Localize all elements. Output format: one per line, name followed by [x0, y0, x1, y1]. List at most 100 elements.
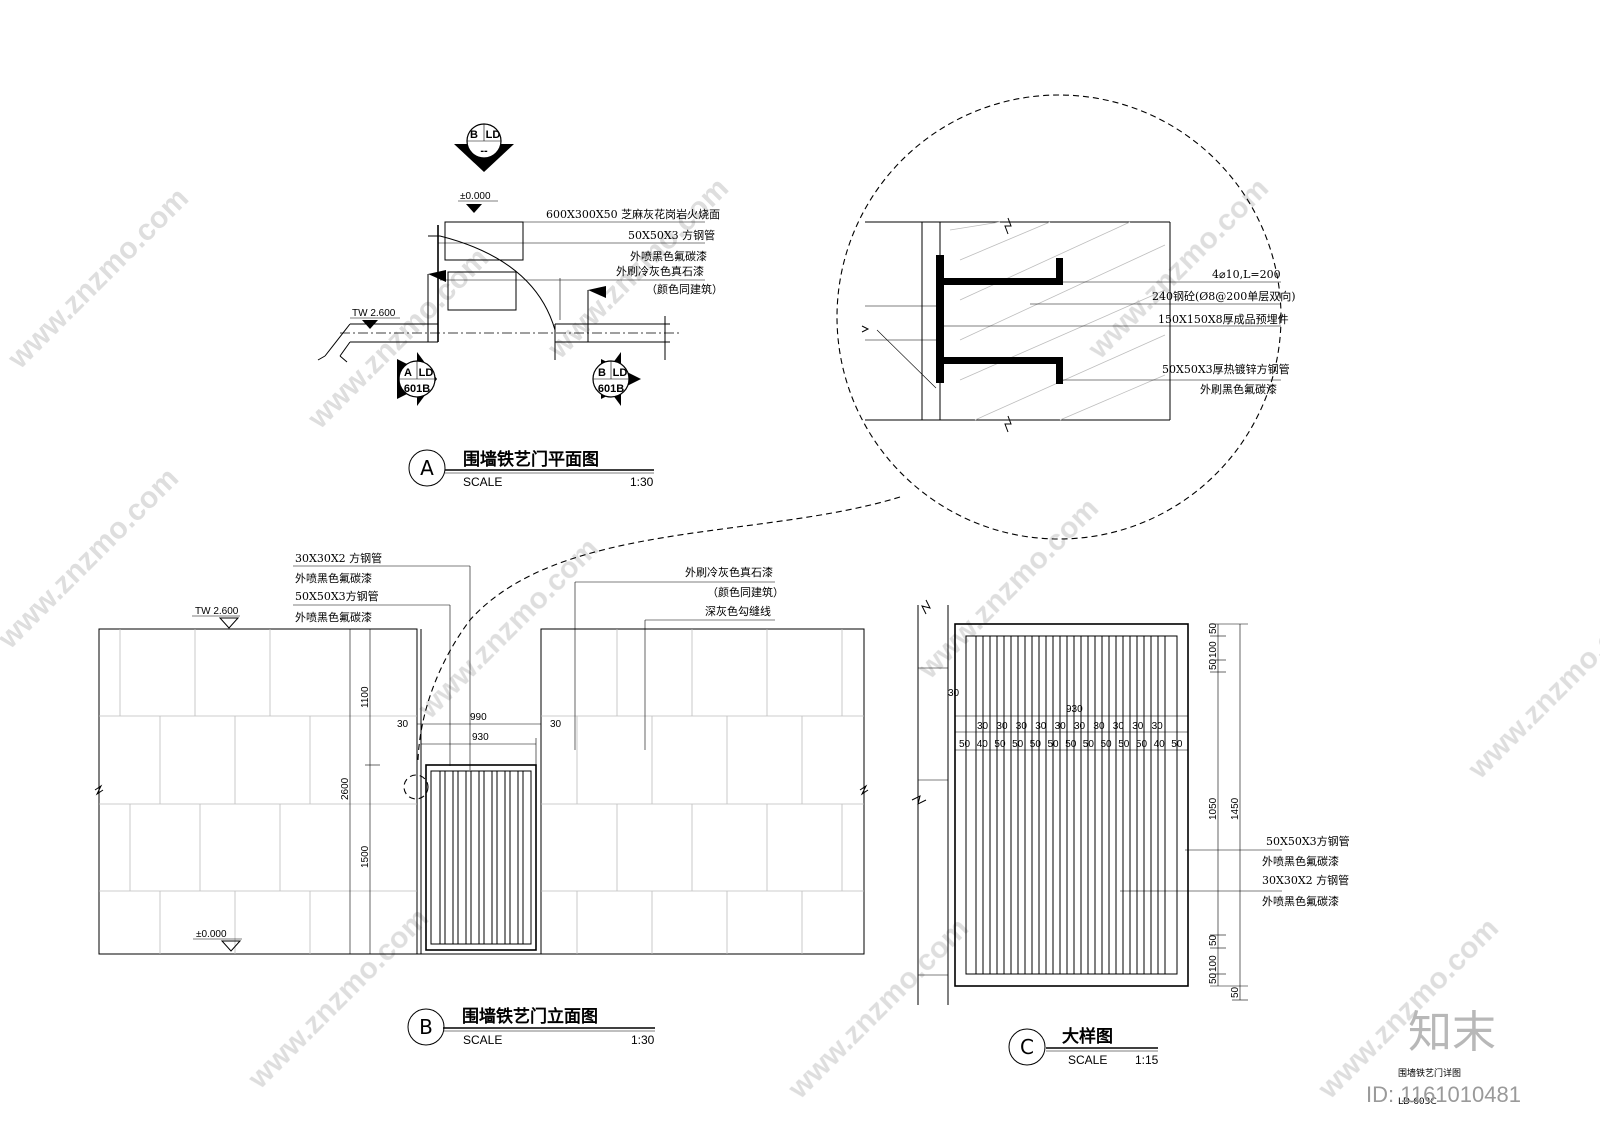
note: 240钢砼(Ø8@200单层双向): [1152, 289, 1296, 303]
dimension: 100: [1208, 955, 1219, 972]
drawing-title: 大样图: [1062, 1026, 1113, 1047]
note: 50X50X3方钢管: [295, 589, 379, 603]
id-label: ID: 1161010481: [1366, 1082, 1521, 1107]
dimension: 50: [1208, 658, 1219, 670]
watermarks: www.znzmo.com www.znzmo.com www.znzmo.co…: [0, 172, 1600, 1106]
dimension: 50: [1208, 622, 1219, 634]
spacing-dimension: 30: [1016, 721, 1028, 732]
scale-label: SCALE: [463, 1033, 502, 1047]
title-circle: [407, 1008, 445, 1046]
note: 30X30X2 方钢管: [1262, 873, 1349, 887]
gate-bars: [439, 771, 524, 944]
dimension: 1050: [1208, 797, 1219, 820]
note: 外喷黑色氟碳漆: [1262, 894, 1339, 908]
spacing-dimension: 30: [1035, 721, 1047, 732]
dimension: 50: [1208, 934, 1219, 946]
spacing-dimension: 50: [959, 739, 971, 750]
spacing-dimension: 50: [1048, 739, 1060, 750]
scale-label: SCALE: [1068, 1053, 1107, 1067]
watermark: www.znzmo.com: [911, 492, 1105, 686]
dimension: 1100: [360, 686, 371, 708]
spacing-dimension: 40: [977, 739, 989, 750]
spacing-dimension: 30: [1152, 721, 1164, 732]
spacing-dimension: 50: [1101, 739, 1113, 750]
scale-value: 1:15: [1135, 1053, 1159, 1067]
note: 50X50X3方钢管: [1266, 834, 1350, 848]
note: 50X50X3 方钢管: [628, 228, 715, 242]
spacing-dimension: 50: [1118, 739, 1130, 750]
symbol-text: B: [598, 367, 606, 379]
scale-value: 1:30: [630, 475, 654, 489]
watermark: www.znzmo.com: [301, 242, 495, 436]
title-circle: [408, 449, 446, 487]
watermark: www.znzmo.com: [0, 462, 185, 656]
note: 外刷黑色氟碳漆: [1200, 382, 1277, 396]
spacing-dimension: 50: [1030, 739, 1042, 750]
symbol-text: 601B: [404, 383, 430, 395]
spacing-dimension: 30: [977, 721, 989, 732]
note: 600X300X50 芝麻灰花岗岩火烧面: [546, 207, 720, 221]
dimension: 30: [550, 719, 562, 730]
note: 外喷黑色氟碳漆: [1262, 854, 1339, 868]
drawing-title: 围墙铁艺门立面图: [462, 1006, 598, 1027]
watermark: www.znzmo.com: [781, 912, 975, 1106]
note: 30X30X2 方钢管: [295, 551, 382, 565]
symbol-text: LD: [613, 367, 628, 379]
note: （颜色同建筑）: [707, 585, 784, 599]
spacing-dimension: 30: [1132, 721, 1144, 732]
spacing-dimension: 30: [1055, 721, 1067, 732]
title-letter: C: [1020, 1035, 1034, 1059]
level-label: ±0.000: [196, 929, 227, 940]
spacing-dimension: 30: [996, 721, 1008, 732]
dimension: 1450: [1230, 797, 1241, 820]
note: 深灰色勾缝线: [705, 604, 771, 618]
level-label: TW 2.600: [352, 308, 396, 319]
note: 150X150X8厚成品预埋件: [1158, 313, 1289, 326]
spacing-dimension: 50: [1171, 739, 1183, 750]
watermark: www.znzmo.com: [1, 182, 195, 376]
detail-circle: 4⌀10,L=200 240钢砼(Ø8@200单层双向) 150X150X8厚成…: [403, 94, 1296, 800]
symbol-text: 601B: [598, 383, 624, 395]
spacing-dimension: 30: [1093, 721, 1105, 732]
dimension: 2600: [340, 777, 351, 800]
dimension: 1500: [360, 845, 371, 868]
level-label: ±0.000: [460, 191, 491, 202]
dimension: 100: [1208, 641, 1219, 658]
dimension: 50: [1230, 986, 1241, 998]
scale-value: 1:30: [631, 1033, 655, 1047]
gate-bars-detail: [975, 636, 1166, 974]
scale-label: SCALE: [463, 475, 502, 489]
plan-drawing: B LD -- ±0.000 TW 2.600: [317, 123, 723, 489]
title-letter: B: [419, 1015, 433, 1039]
spacing-dimension: 40: [1154, 739, 1166, 750]
spacing-dimension: 50: [1012, 739, 1024, 750]
drawing-title: 围墙铁艺门平面图: [463, 449, 599, 470]
spacing-dimension: 50: [1136, 739, 1148, 750]
watermark: www.znzmo.com: [1461, 592, 1600, 786]
note: 外喷黑色氟碳漆: [295, 610, 372, 624]
sheet-name: 围墙铁艺门详图: [1398, 1067, 1461, 1079]
symbol-text: --: [480, 145, 488, 157]
dimension: 50: [1208, 972, 1219, 984]
spacing-dimension: 50: [1065, 739, 1077, 750]
spacing-dimension: 50: [1083, 739, 1095, 750]
note: 4⌀10,L=200: [1212, 268, 1281, 281]
dimension: 930: [1066, 704, 1083, 715]
symbol-text: A: [404, 367, 412, 379]
symbol-text: LD: [419, 367, 434, 379]
section-symbol-top: B LD --: [454, 123, 514, 172]
watermark: www.znzmo.com: [241, 902, 435, 1096]
note: 外刷冷灰色真石漆: [685, 565, 773, 579]
callout-left: A LD 601B: [397, 352, 437, 406]
note: 外喷黑色氟碳漆: [295, 571, 372, 585]
symbol-text: B: [470, 129, 478, 141]
spacing-dimension: 30: [1074, 721, 1086, 732]
dimension: 30: [397, 719, 409, 730]
sheet-number: LD-603C: [1398, 1097, 1437, 1107]
elevation-drawing: TW 2.600 ±0.000 1100 2600 1500 990 930 3…: [94, 551, 869, 1047]
callout-right: B LD 601B: [592, 352, 641, 406]
